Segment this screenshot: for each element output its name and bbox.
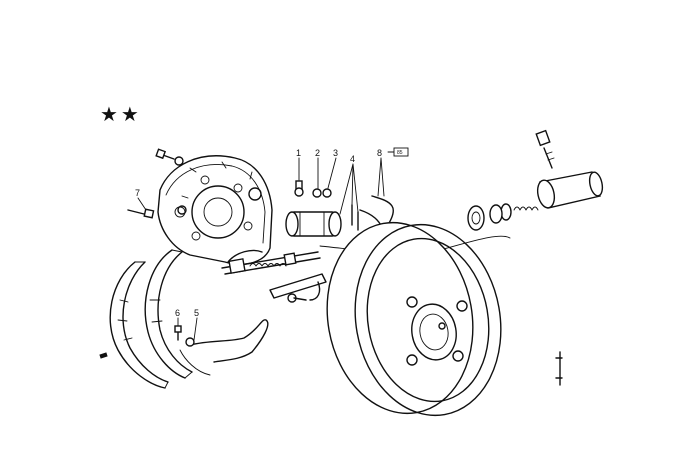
bolt-7 xyxy=(127,208,155,219)
mounting-bolt xyxy=(155,148,184,166)
piston-seal xyxy=(489,203,512,224)
callout-6: 6 xyxy=(175,308,180,318)
callout-5: 5 xyxy=(194,308,199,318)
dust-cap xyxy=(312,188,322,198)
callout-8: 8 xyxy=(377,148,382,158)
bleed-screw xyxy=(294,180,304,197)
wheel-cylinder-exploded xyxy=(535,129,604,209)
callout-1: 1 xyxy=(296,148,301,158)
retaining-spring xyxy=(179,319,269,376)
brake-shoe-outer xyxy=(109,261,169,389)
bracket-small xyxy=(555,351,563,386)
leader-lines xyxy=(137,151,395,341)
callout-4: 4 xyxy=(350,154,355,164)
reference-box-text: 85 xyxy=(397,150,403,156)
brake-drum xyxy=(326,221,502,417)
small-screw xyxy=(99,352,108,359)
adjuster-spring xyxy=(221,249,321,275)
callout-3: 3 xyxy=(333,148,338,158)
hold-down-pin xyxy=(174,325,195,347)
backing-plate xyxy=(157,155,273,266)
parking-brake-lever xyxy=(269,273,327,301)
reference-box: 85 xyxy=(393,147,409,157)
callout-2: 2 xyxy=(315,148,320,158)
cylinder-spring xyxy=(513,206,539,211)
marker-stars: ★★ xyxy=(100,102,142,126)
boot xyxy=(467,205,485,231)
callout-7: 7 xyxy=(135,188,140,198)
brake-shoe-inner xyxy=(144,249,193,379)
lever-bolt xyxy=(287,293,307,303)
wheel-cylinder-mounted xyxy=(285,211,342,237)
washer xyxy=(322,188,332,198)
pin-4 xyxy=(351,204,359,231)
